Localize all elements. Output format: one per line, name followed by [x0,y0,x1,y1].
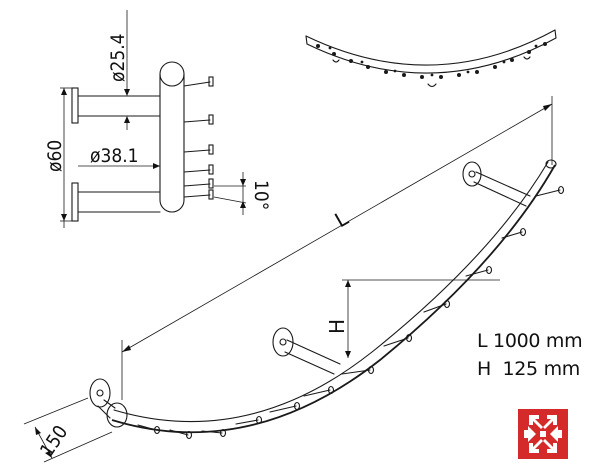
rod-diameter-label: ø38.1 [90,145,139,167]
top-view-detail [305,29,557,88]
height-dimension-label: H [325,319,349,334]
angle-label: 10° [250,180,272,210]
wall-distance-label: 150 [36,421,72,460]
arrows-cross-logo [518,409,568,459]
tube-diameter-label: ø25.4 [107,33,129,82]
side-view-detail [60,10,247,228]
mount-left [89,378,116,419]
length-spec: L 1000 mm [477,330,583,352]
mount-middle [272,327,341,375]
height-spec: H 125 mm [477,358,580,380]
flange-diameter-label: ø60 [44,140,66,172]
main-perspective-view [23,96,565,463]
length-dimension-label: L [331,206,353,233]
mount-right [462,161,531,207]
